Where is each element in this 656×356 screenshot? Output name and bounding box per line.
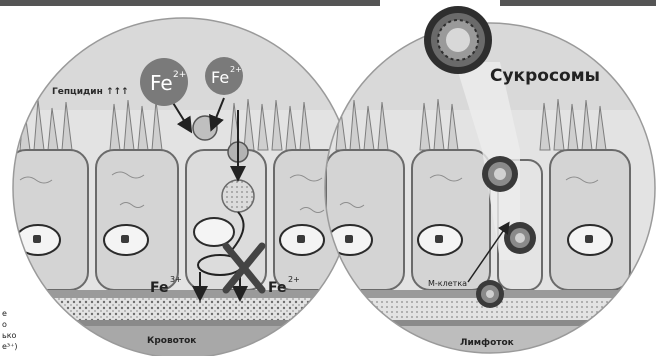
fe2-bubble-b: Fe 2+ <box>205 57 243 95</box>
hepcidin-label: Гепцидин ↑↑↑ <box>52 87 129 97</box>
sucrosomes-title: Сукросомы <box>490 66 600 86</box>
sucrosome-m-cell <box>504 222 536 254</box>
svg-text:Fe: Fe <box>150 71 173 95</box>
svg-text:3+: 3+ <box>170 275 182 284</box>
lymph-flow-label: Лимфоток <box>460 338 514 348</box>
svg-text:Fe: Fe <box>211 68 229 87</box>
fe2-bubble-a: Fe 2+ <box>140 58 188 106</box>
dmt1-channel <box>193 116 217 140</box>
margin-fragment-2: о <box>2 320 7 329</box>
margin-fragment-4: e³⁺) <box>2 342 17 351</box>
right-panel: Сукросомы М-клетка Лимфоток <box>320 0 656 356</box>
left-margin-fragments: е о ько e³⁺) <box>2 309 17 351</box>
svg-text:Fe: Fe <box>150 280 169 296</box>
svg-text:2+: 2+ <box>230 65 242 74</box>
ferritin-sphere <box>222 180 254 212</box>
sucrosome-mid <box>482 156 518 192</box>
svg-text:2+: 2+ <box>288 275 300 284</box>
top-cropped-text <box>0 0 656 6</box>
svg-text:Fe: Fe <box>268 280 287 296</box>
svg-text:2+: 2+ <box>173 70 186 80</box>
left-panel: Fe 2+ Fe 2+ Гепцидин ↑↑↑ Fe 3+ Fe 2+ Кро… <box>0 0 360 356</box>
bloodstream-label: Кровоток <box>147 336 196 346</box>
margin-fragment-3: ько <box>2 331 17 340</box>
sucrosome-large <box>424 6 492 74</box>
sucrosome-lymph <box>476 280 504 308</box>
margin-fragment-1: е <box>2 309 7 318</box>
m-cell-label: М-клетка <box>428 279 467 288</box>
enterocytes-right <box>326 150 630 290</box>
